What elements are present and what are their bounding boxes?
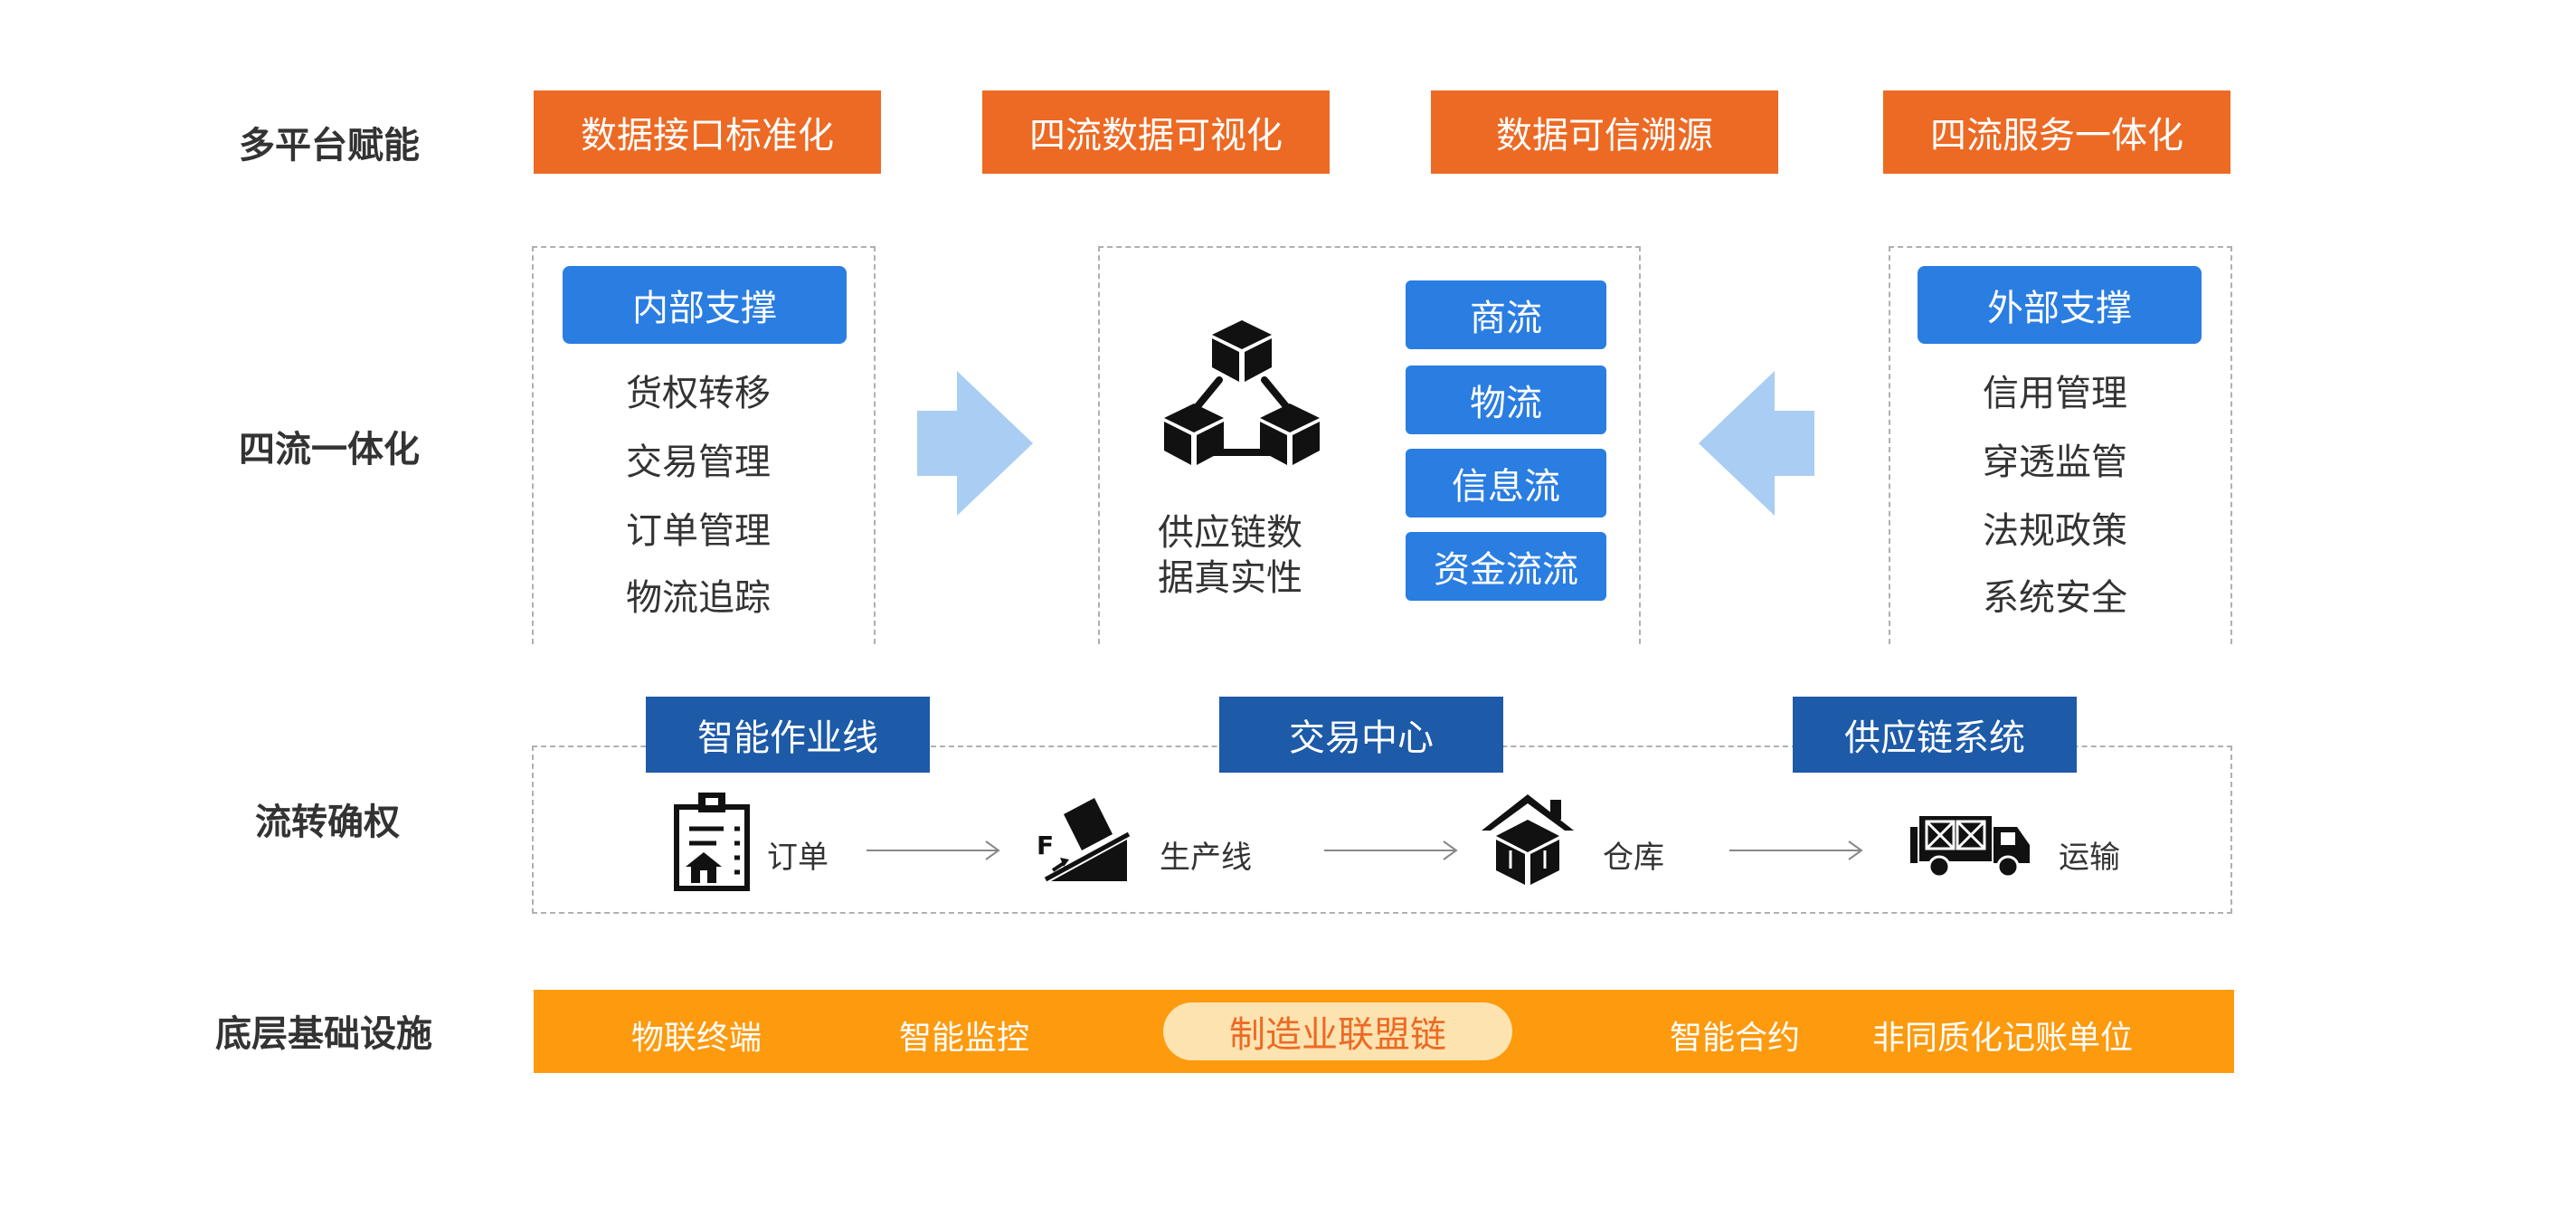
infra-iot-terminal: 物联终端 bbox=[631, 1020, 762, 1057]
center-caption-line2: 据真实性 bbox=[1158, 557, 1302, 599]
infra-smart-monitoring: 智能监控 bbox=[899, 1020, 1030, 1057]
row-label-infrastructure: 底层基础设施 bbox=[215, 1013, 432, 1055]
external-support-panel bbox=[1889, 246, 2232, 644]
external-item: 穿透监管 bbox=[1983, 442, 2127, 483]
platform-box-visualization: 四流数据可视化 bbox=[982, 90, 1330, 174]
warehouse-icon bbox=[1482, 794, 1574, 885]
internal-item: 货权转移 bbox=[626, 373, 771, 414]
blockchain-cubes-icon bbox=[1163, 320, 1321, 465]
internal-item: 交易管理 bbox=[626, 442, 771, 483]
flow-capital: 资金流流 bbox=[1406, 532, 1606, 601]
clipboard-house-icon bbox=[674, 793, 750, 891]
step-warehouse-label: 仓库 bbox=[1603, 840, 1664, 876]
platform-box-integration: 四流服务一体化 bbox=[1883, 90, 2230, 174]
row-label-four-flows: 四流一体化 bbox=[239, 429, 420, 470]
external-item: 系统安全 bbox=[1983, 577, 2127, 619]
infra-nft-unit: 非同质化记账单位 bbox=[1872, 1020, 2134, 1057]
flow-commerce: 商流 bbox=[1406, 280, 1606, 349]
internal-support-title: 内部支撑 bbox=[563, 266, 847, 344]
row-label-platform: 多平台赋能 bbox=[239, 125, 420, 166]
factory-line-icon: F bbox=[1037, 798, 1131, 882]
row-label-circulation: 流转确权 bbox=[255, 802, 400, 843]
platform-box-traceability: 数据可信溯源 bbox=[1431, 90, 1778, 174]
internal-item: 物流追踪 bbox=[626, 577, 771, 619]
tab-trading-center: 交易中心 bbox=[1219, 697, 1503, 773]
flow-arrow-icon bbox=[1729, 840, 1863, 860]
truck-icon bbox=[1910, 816, 2030, 878]
step-order-label: 订单 bbox=[767, 840, 829, 876]
external-item: 法规政策 bbox=[1983, 510, 2127, 552]
arrow-left-icon bbox=[1699, 371, 1814, 516]
external-item: 信用管理 bbox=[1983, 373, 2127, 414]
flow-information: 信息流 bbox=[1406, 449, 1606, 518]
infra-smart-contract: 智能合约 bbox=[1670, 1020, 1801, 1057]
flow-arrow-icon bbox=[1324, 840, 1458, 860]
tab-smart-line: 智能作业线 bbox=[646, 697, 930, 773]
internal-item: 订单管理 bbox=[626, 510, 771, 552]
center-caption-line1: 供应链数 bbox=[1158, 512, 1302, 554]
external-support-title: 外部支撑 bbox=[1918, 266, 2202, 344]
svg-text:F: F bbox=[1037, 831, 1054, 860]
internal-support-panel bbox=[532, 246, 876, 644]
arrow-right-icon bbox=[917, 371, 1033, 516]
platform-box-interface: 数据接口标准化 bbox=[534, 90, 881, 174]
flow-logistics: 物流 bbox=[1406, 366, 1606, 434]
tab-supply-chain-system: 供应链系统 bbox=[1793, 697, 2077, 773]
infra-alliance-chain-pill: 制造业联盟链 bbox=[1163, 1002, 1512, 1060]
step-production-label: 生产线 bbox=[1160, 840, 1252, 876]
infra-alliance-chain: 制造业联盟链 bbox=[1229, 1014, 1446, 1056]
flow-arrow-icon bbox=[867, 840, 1000, 860]
center-panel bbox=[1098, 246, 1641, 644]
step-transport-label: 运输 bbox=[2059, 840, 2120, 876]
